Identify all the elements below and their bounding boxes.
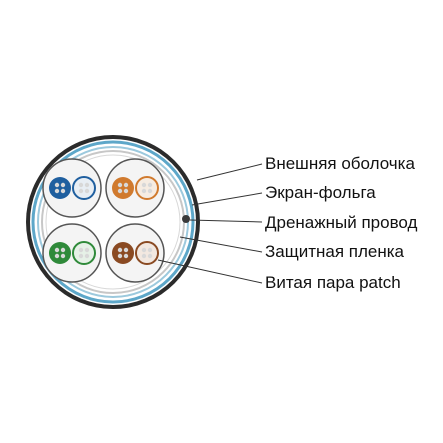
inner-core-ring (45, 154, 181, 290)
drain-wire (182, 215, 190, 223)
label-outer-jacket: Внешняя оболочка (265, 154, 415, 173)
label-drain-wire: Дренажный провод (265, 213, 417, 232)
leader-line-twisted-pair (157, 259, 263, 284)
label-twisted-pair: Витая пара patch (265, 273, 401, 292)
twisted-pair-bottom-left (42, 223, 102, 283)
label-protective-film: Защитная пленка (265, 242, 405, 261)
leader-line-drain-wire (189, 219, 263, 223)
leader-line-foil-shield (191, 192, 263, 206)
foil-shield-ring-outer (31, 140, 195, 304)
leader-line-protective-film (179, 236, 263, 253)
leader-line-outer-jacket (196, 163, 263, 181)
twisted-pair-top-left (42, 158, 102, 218)
twisted-pair-top-right (105, 158, 165, 218)
label-foil-shield: Экран-фольга (265, 183, 376, 202)
twisted-pair-bottom-right (105, 223, 165, 283)
